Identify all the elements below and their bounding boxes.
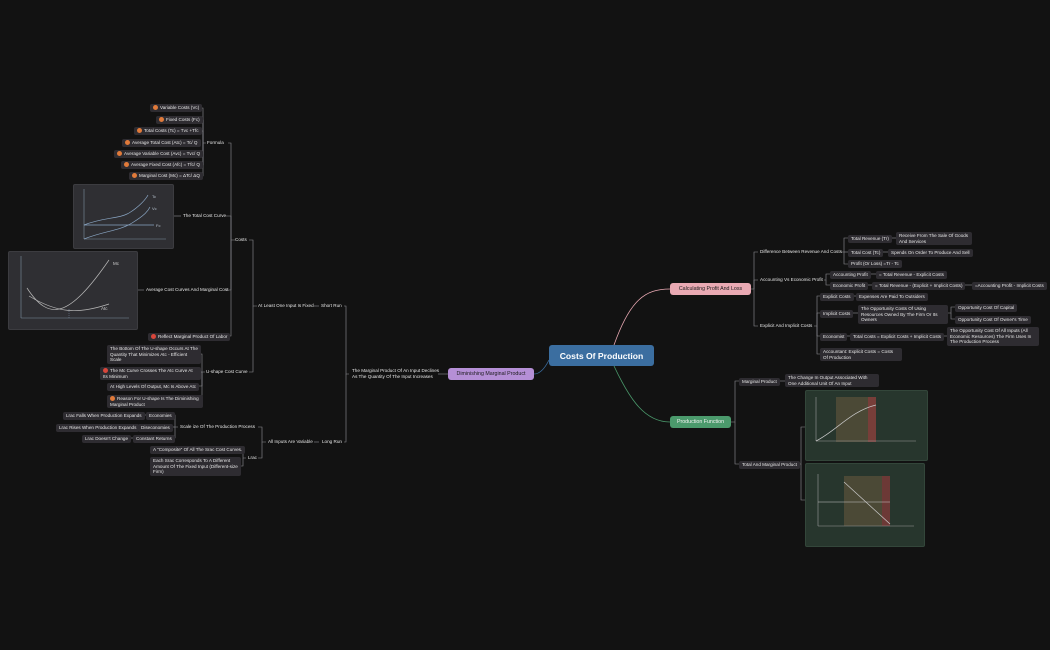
root-node[interactable]: Costs Of Production — [549, 345, 654, 366]
node-u-shape[interactable]: U-shape Cost Curve — [206, 369, 248, 374]
node-u-shape-reason[interactable]: Reason For U-shape Is The Diminishing Ma… — [107, 395, 203, 409]
node-implicit-desc[interactable]: The Opportunity Costs Of Using Resources… — [858, 305, 948, 324]
node-high-output[interactable]: At High Levels Of Output, Mc Is Above At… — [107, 383, 200, 391]
node-efficient-scale[interactable]: The Bottom Of The U-shape Occurs At The … — [107, 345, 201, 364]
branch-production-function[interactable]: Production Function — [670, 416, 731, 428]
formula-marginal-cost[interactable]: Marginal Cost (Mc) = ΔTc/ ΔQ — [129, 172, 203, 180]
node-economist-formula[interactable]: Total Costs = Explicit Costs + Implicit … — [850, 333, 945, 341]
node-constant-desc[interactable]: Lrac Doesn't Change — [82, 435, 132, 443]
node-formula[interactable]: Formula — [207, 140, 224, 145]
node-long-run[interactable]: Long Run — [322, 439, 342, 444]
node-lrac-srac[interactable]: Each Srac Corresponds To A Different Amo… — [150, 457, 241, 476]
node-accountant[interactable]: Accountant: Explicit Costs = Costs Of Pr… — [820, 348, 902, 362]
node-average-cost-curves[interactable]: Average Cost Curves And Marginal Cost — [146, 287, 229, 292]
mc-curve-label: Mc — [113, 261, 120, 266]
formula-average-total-cost[interactable]: Average Total Cost (Atc) = Tc/ Q — [122, 139, 201, 147]
formula-average-fixed-cost[interactable]: Average Fixed Cost (Afc) = Tfc/ Q — [121, 161, 203, 169]
formula-fixed-costs[interactable]: Fixed Costs (Fc) — [156, 116, 203, 124]
node-explicit-desc[interactable]: Expenses Are Paid To Outsiders — [856, 293, 928, 301]
node-total-cost[interactable]: Total Cost (Tc) — [848, 249, 884, 257]
tc-curve-label: Tc — [152, 194, 156, 199]
node-diseconomies-desc[interactable]: Lrac Rises When Production Expands — [56, 424, 140, 432]
node-profit[interactable]: Profit (Or Loss) =Tr - Tc — [848, 260, 902, 268]
formula-total-costs[interactable]: Total Costs (Tc) = Tvc +Tfc — [134, 127, 202, 135]
node-short-run[interactable]: Short Run — [321, 303, 342, 308]
fc-curve-label: Fc — [156, 223, 160, 228]
node-marginal-product-desc[interactable]: The Change In Output Associated With One… — [785, 374, 879, 388]
total-product-graph-svg — [815, 397, 916, 442]
node-difference-revenue-costs[interactable]: Difference Between Revenue And Costs — [760, 249, 842, 254]
average-cost-curves-graph: Mc Atc — [8, 251, 138, 330]
marginal-product-graph-svg — [817, 474, 914, 527]
node-economic-formula[interactable]: = Total Revenue - (Explicit + Implicit C… — [872, 282, 966, 290]
node-diseconomies[interactable]: Diseconomies — [138, 424, 173, 432]
node-opportunity-time[interactable]: Opportunity Cost Of Owner's Time — [955, 316, 1031, 324]
node-marginal-product[interactable]: Marginal Product — [739, 378, 780, 386]
atc-curve-label: Atc — [101, 306, 108, 311]
bullet-icon — [137, 128, 142, 133]
node-opportunity-capital[interactable]: Opportunity Cost Of Capital — [955, 304, 1018, 312]
node-scale[interactable]: Scale ize Of The Production Process — [180, 424, 255, 429]
node-total-cost-curve[interactable]: The Total Cost Curve — [183, 213, 227, 218]
total-product-graph — [805, 390, 928, 461]
branch-diminishing-marginal-product[interactable]: Diminishing Marginal Product — [448, 368, 534, 380]
node-dmp-desc[interactable]: The Marginal Product Of An Input Decline… — [352, 368, 440, 379]
node-economic-formula-2[interactable]: =Accounting Profit - Implicit Costs — [972, 282, 1047, 290]
node-constant-returns[interactable]: Constant Returns — [133, 435, 175, 443]
node-fixed-input[interactable]: At Least One Input Is Fixed — [258, 303, 314, 308]
node-explicit-costs[interactable]: Explicit Costs — [820, 293, 854, 301]
bullet-icon — [153, 105, 158, 110]
node-economic-profit[interactable]: Economic Profit — [830, 282, 869, 290]
node-total-marginal-product[interactable]: Total And Marginal Product — [739, 461, 800, 469]
node-accounting-vs-economic[interactable]: Accounting Vs Economic Profit — [760, 277, 823, 282]
total-cost-curve-svg: Tc Vc Fc — [83, 189, 166, 240]
node-all-inputs-variable[interactable]: All Inputs Are Variable — [268, 439, 313, 444]
average-cost-curves-svg: Mc Atc — [20, 256, 129, 319]
vc-curve-label: Vc — [152, 206, 157, 211]
bullet-icon — [159, 117, 164, 122]
node-accounting-formula[interactable]: = Total Revenue - Explicit Costs — [876, 271, 947, 279]
formula-average-variable-cost[interactable]: Average Variable Cost (Avc) = Tvc/ Q — [114, 150, 204, 158]
marginal-product-graph — [805, 463, 925, 547]
node-total-revenue[interactable]: Total Revenue (Tr) — [848, 235, 892, 243]
node-explicit-implicit[interactable]: Explicit And Implicit Costs — [760, 323, 813, 328]
node-lrac[interactable]: Lrac — [248, 455, 257, 460]
node-costs[interactable]: Costs — [235, 237, 247, 242]
node-mc-crosses-atc[interactable]: The Mc Curve Crosses The Atc Curve At It… — [100, 367, 201, 381]
node-implicit-costs[interactable]: Implicit Costs — [820, 310, 854, 318]
node-economies[interactable]: Economies — [146, 412, 175, 420]
node-reflect-mpl[interactable]: Reflect Marginal Product Of Labor — [148, 333, 231, 341]
alert-icon — [103, 368, 108, 373]
bullet-icon — [110, 396, 115, 401]
node-economist-desc[interactable]: The Opportunity Cost Of All Inputs (All … — [947, 327, 1039, 346]
branch-profit-and-loss[interactable]: Calculating Profit And Loss — [670, 283, 751, 295]
node-total-cost-desc[interactable]: Spends On Order To Produce And Sell — [888, 249, 973, 257]
node-economies-desc[interactable]: Lrac Falls When Production Expands — [63, 412, 145, 420]
node-lrac-composite[interactable]: A "Composite" Of All The Srac Cost Curve… — [150, 446, 246, 454]
bullet-icon — [125, 140, 130, 145]
bullet-icon — [117, 151, 122, 156]
node-economist[interactable]: Economist — [820, 333, 848, 341]
bullet-icon — [124, 162, 129, 167]
total-cost-curve-graph: Tc Vc Fc — [73, 184, 174, 249]
alert-icon — [151, 334, 156, 339]
formula-variable-costs[interactable]: Variable Costs (Vc) — [150, 104, 203, 112]
node-total-revenue-desc[interactable]: Receive From The Sale Of Goods And Servi… — [896, 232, 972, 246]
node-accounting-profit[interactable]: Accounting Profit — [830, 271, 871, 279]
bullet-icon — [132, 173, 137, 178]
